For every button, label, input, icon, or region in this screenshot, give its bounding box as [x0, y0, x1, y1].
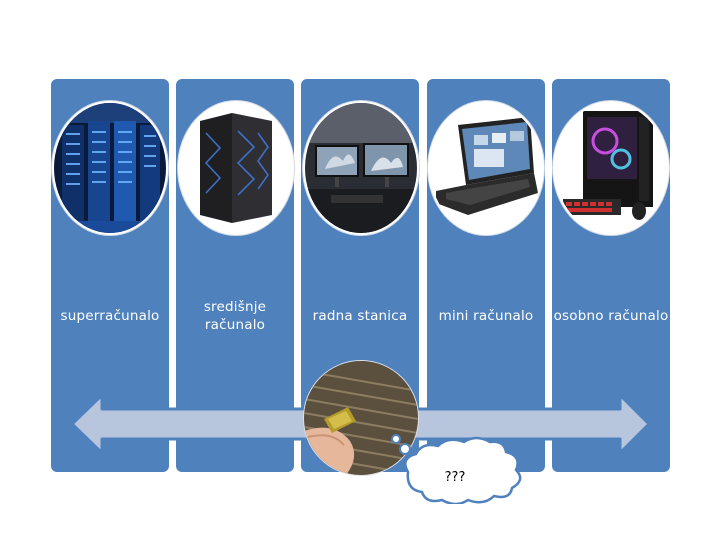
- laptop-icon: [428, 101, 544, 235]
- server-racks-icon: [52, 101, 168, 235]
- label-minicomputer: mini računalo: [438, 308, 534, 324]
- mainframe-icon: [178, 101, 294, 235]
- label-supercomputer: superračunalo: [60, 308, 160, 324]
- workstation-monitors-icon: [303, 101, 419, 235]
- thought-bubble-text: ???: [444, 470, 466, 485]
- label-workstation: radna stanica: [312, 308, 408, 324]
- label-personal-computer: osobno računalo: [553, 308, 669, 324]
- label-mainframe: središnje računalo: [203, 299, 267, 333]
- thought-bubble-icon: [391, 434, 522, 504]
- gaming-pc-icon: [553, 101, 669, 235]
